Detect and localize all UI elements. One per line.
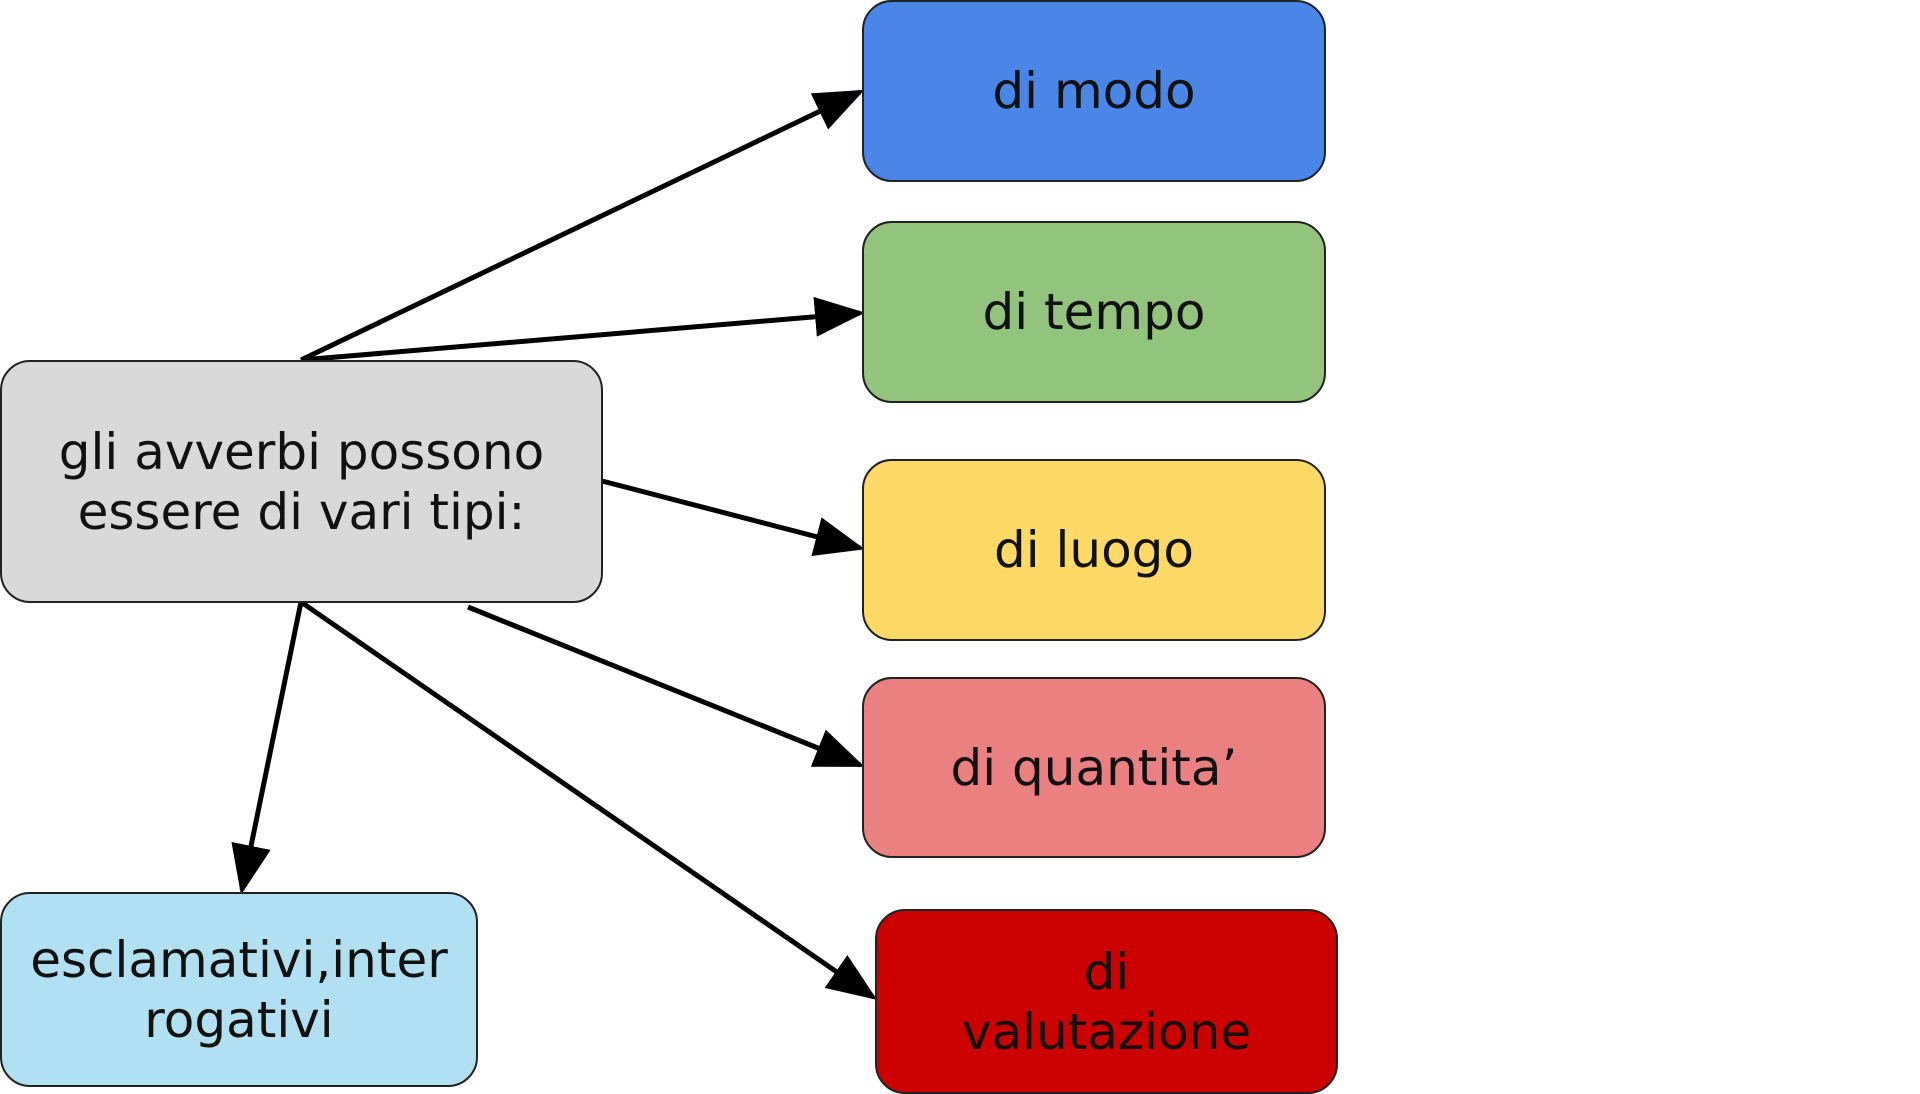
node-di-luogo: di luogo — [862, 459, 1326, 641]
node-di-valutazione: di valutazione — [875, 909, 1338, 1094]
node-di-modo: di modo — [862, 0, 1326, 182]
arrow-to-esclamativi — [231, 601, 304, 895]
node-text: di quantita’ — [950, 738, 1238, 797]
node-di-quantita: di quantita’ — [862, 677, 1326, 858]
node-text: di tempo — [982, 283, 1206, 341]
node-esclamativi-interrogativi: esclamativi,interrogativi — [0, 892, 478, 1087]
central-node: gli avverbi possono essere di vari tipi: — [0, 360, 603, 603]
node-text: di modo — [992, 62, 1196, 120]
arrow-to-di-luogo — [601, 478, 865, 557]
arrow-to-di-quantita — [467, 604, 865, 768]
arrow-to-di-valutazione — [299, 599, 878, 1000]
node-di-tempo: di tempo — [862, 221, 1326, 403]
arrow-to-di-tempo — [300, 296, 865, 363]
node-text: di luogo — [993, 521, 1195, 579]
node-text: esclamativi,interrogativi — [30, 930, 448, 1049]
arrow-to-di-modo — [299, 89, 865, 363]
central-node-text: gli avverbi possono essere di vari tipi: — [58, 422, 545, 541]
node-text: di valutazione — [961, 942, 1252, 1061]
